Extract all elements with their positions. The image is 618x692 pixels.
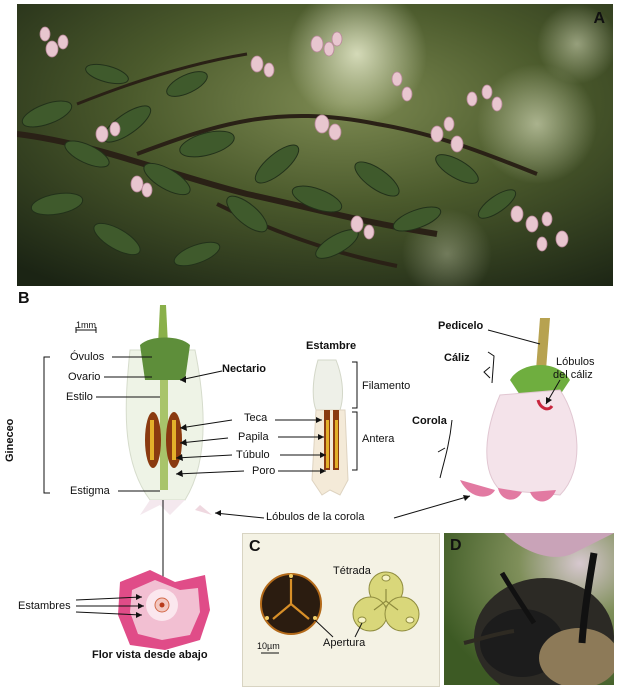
label-estambres: Estambres bbox=[18, 600, 71, 612]
label-poro: Poro bbox=[252, 465, 276, 477]
label-ovario: Ovario bbox=[68, 371, 101, 383]
label-papila: Papila bbox=[238, 431, 269, 443]
flower-section bbox=[125, 305, 212, 515]
whole-flower bbox=[460, 318, 578, 502]
bumblebee-photo bbox=[444, 533, 614, 685]
scale-bar-label-1mm: 1mm bbox=[76, 320, 96, 330]
photo-panel-d: D bbox=[444, 533, 614, 685]
label-estigma: Estigma bbox=[70, 485, 110, 497]
label-estambre: Estambre bbox=[306, 340, 357, 352]
label-lobulos-caliz-1: Lóbulos bbox=[556, 356, 595, 368]
flower-bottom-view bbox=[118, 570, 210, 650]
label-gineceo: Gineceo bbox=[4, 418, 16, 462]
flower-diagram bbox=[43, 305, 578, 650]
plant-photo bbox=[17, 4, 613, 286]
photo-panel-a: A bbox=[17, 4, 613, 286]
panel-a-letter: A bbox=[593, 10, 605, 27]
stamen bbox=[311, 359, 349, 496]
panel-d-letter: D bbox=[450, 537, 462, 554]
label-estilo: Estilo bbox=[66, 391, 93, 403]
label-apertura: Apertura bbox=[323, 637, 366, 649]
label-scale-10um: 10µm bbox=[257, 641, 280, 651]
label-lobulos-corola: Lóbulos de la corola bbox=[266, 511, 365, 523]
label-flor-vista: Flor vista desde abajo bbox=[92, 649, 208, 661]
panel-c-letter: C bbox=[249, 538, 261, 555]
label-ovulos: Óvulos bbox=[70, 351, 105, 363]
label-tetrada: Tétrada bbox=[333, 565, 371, 577]
label-filamento: Filamento bbox=[362, 380, 411, 392]
label-pedicelo: Pedicelo bbox=[438, 320, 484, 332]
label-lobulos-caliz-2: del cáliz bbox=[553, 369, 593, 381]
label-caliz: Cáliz bbox=[444, 352, 470, 364]
label-antera: Antera bbox=[362, 433, 395, 445]
label-teca: Teca bbox=[244, 412, 268, 424]
label-nectario: Nectario bbox=[222, 363, 267, 375]
panel-b-letter: B bbox=[18, 290, 30, 307]
panel-c: C Tétrada Apertura 10µm bbox=[242, 533, 440, 687]
pollen-tetrad-diagram bbox=[260, 571, 420, 654]
label-corola: Corola bbox=[412, 415, 447, 427]
label-tubulo: Túbulo bbox=[236, 449, 270, 461]
